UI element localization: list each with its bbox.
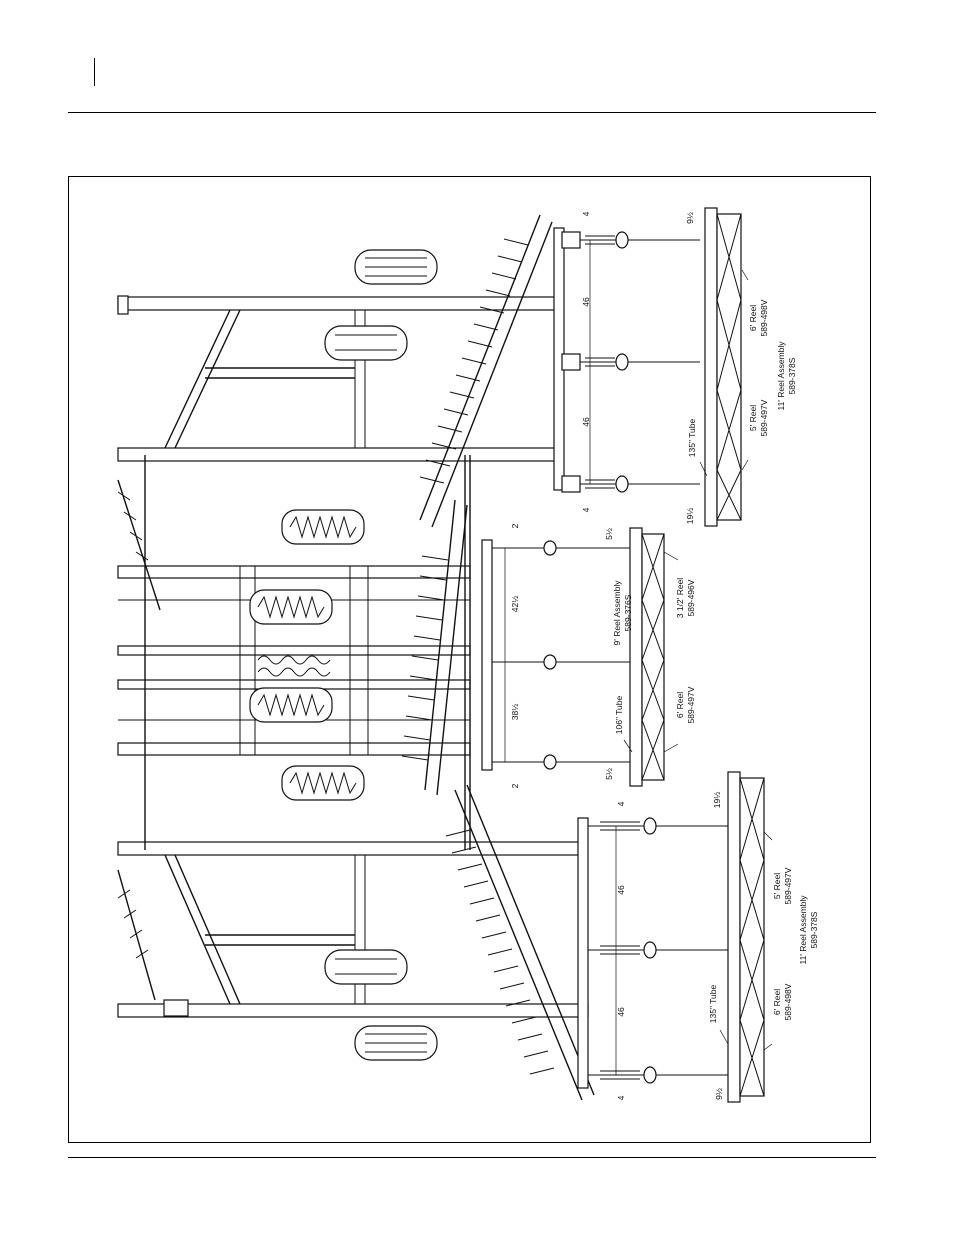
assembly-left-part: 589-378S bbox=[809, 911, 819, 948]
end-dim-left-2: 9½ bbox=[714, 1088, 724, 1100]
right-section bbox=[554, 208, 741, 526]
dim-right-3: 46 bbox=[581, 417, 591, 427]
assembly-center-name: 9' Reel Assembly bbox=[612, 580, 622, 646]
assembly-center-part: 589-376S bbox=[623, 594, 633, 631]
assembly-right-part: 589-378S bbox=[787, 357, 797, 394]
tube-label-right: 135" Tube bbox=[687, 418, 697, 457]
center-section bbox=[482, 528, 664, 786]
reel-left-b-part: 589-498V bbox=[783, 983, 793, 1020]
reel-center-b-name: 6' Reel bbox=[675, 692, 685, 718]
dim-left-1: 4 bbox=[616, 801, 626, 806]
dim-right-1: 4 bbox=[581, 211, 591, 216]
reel-right-a-name: 6' Reel bbox=[748, 305, 758, 331]
reel-left-a-name: 5' Reel bbox=[772, 873, 782, 899]
reel-center-b-part: 589-497V bbox=[686, 686, 696, 723]
right-section-labels: 4 46 46 4 9½ 19½ 135" Tube 6' Reel 589-4… bbox=[581, 211, 797, 524]
reel-center-a-part: 589-496V bbox=[686, 579, 696, 616]
dim-right-4: 4 bbox=[581, 507, 591, 512]
reel-left-b-name: 6' Reel bbox=[772, 989, 782, 1015]
dim-center-3: 38½ bbox=[510, 704, 520, 721]
reel-center-a-name: 3 1/2' Reel bbox=[675, 578, 685, 618]
reel-right-b-part: 589-497V bbox=[759, 399, 769, 436]
reel-right-a-part: 589-498V bbox=[759, 299, 769, 336]
dim-left-3: 46 bbox=[616, 1007, 626, 1017]
dim-center-1: 2 bbox=[510, 523, 520, 528]
reel-left-a-part: 589-497V bbox=[783, 867, 793, 904]
end-dim-right-2: 19½ bbox=[685, 508, 695, 525]
tube-label-center: 106" Tube bbox=[614, 695, 624, 734]
dim-center-2: 42½ bbox=[510, 596, 520, 613]
assembly-left-name: 11' Reel Assembly bbox=[798, 895, 808, 965]
left-section bbox=[578, 772, 764, 1102]
end-dim-left-1: 19½ bbox=[712, 792, 722, 809]
dim-center-4: 2 bbox=[510, 783, 520, 788]
reel-right-b-name: 5' Reel bbox=[748, 405, 758, 431]
dim-right-2: 46 bbox=[581, 297, 591, 307]
dim-left-4: 4 bbox=[616, 1095, 626, 1100]
tube-label-left: 135" Tube bbox=[708, 984, 718, 1023]
center-section-labels: 2 42½ 38½ 2 5½ 5½ 106" Tube 9' Reel Asse… bbox=[510, 523, 696, 788]
assembly-right-name: 11' Reel Assembly bbox=[776, 341, 786, 411]
end-dim-center-2: 5½ bbox=[604, 768, 614, 780]
dim-left-2: 46 bbox=[616, 885, 626, 895]
end-dim-center-1: 5½ bbox=[604, 528, 614, 540]
end-dim-right-1: 9½ bbox=[685, 212, 695, 224]
